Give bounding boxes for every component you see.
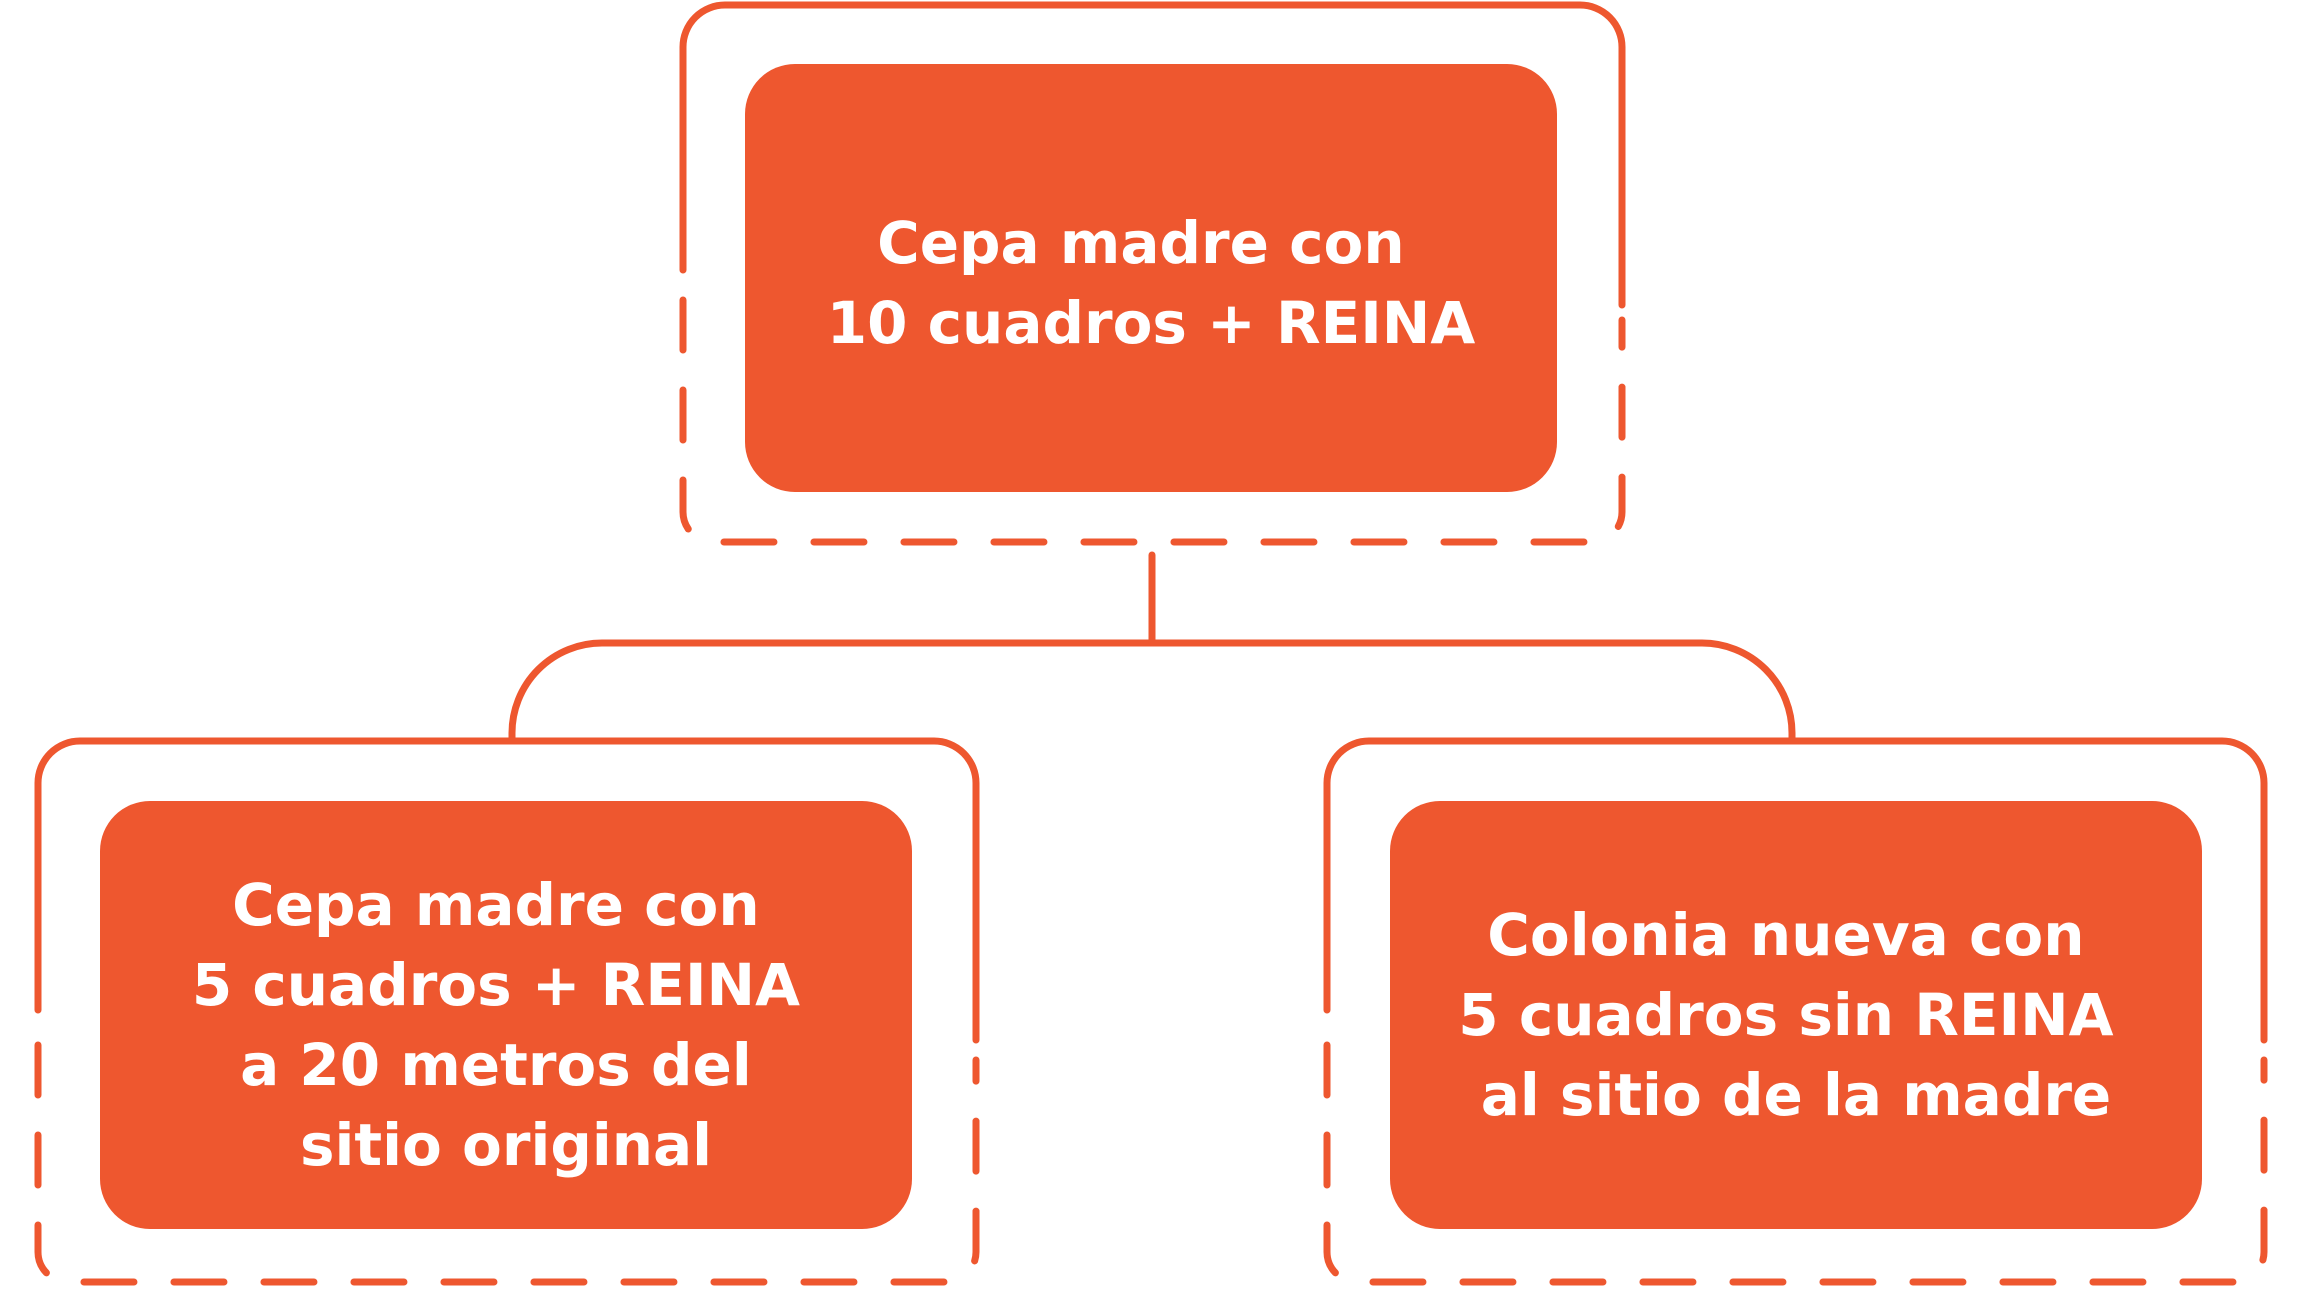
left-node: Cepa madre con 5 cuadros + REINA a 20 me… [34,737,980,1286]
left-label: Cepa madre con 5 cuadros + REINA a 20 me… [192,871,820,1179]
left-frame-solid [34,737,980,1044]
left-label-line-1: Cepa madre con [232,871,760,939]
left-label-line-4: sitio original [300,1111,712,1179]
root-node: Cepa madre con 10 cuadros + REINA [679,1,1626,546]
left-box [100,801,912,1229]
connector-lines [508,551,1796,745]
left-label-line-3: a 20 metros del [240,1031,752,1099]
right-frame-solid [1323,737,2268,1044]
connector-branch-left [508,639,1156,745]
root-label-line-2: 10 cuadros + REINA [827,289,1476,357]
right-label-line-3: al sitio de la madre [1481,1061,2112,1129]
right-frame-dashed [1323,1041,2268,1286]
root-frame-dashed [679,296,1626,546]
right-node: Colonia nueva con 5 cuadros sin REINA al… [1323,737,2268,1286]
root-label-line-1: Cepa madre con [877,209,1405,277]
root-box [745,64,1557,492]
right-label-line-2: 5 cuadros sin REINA [1458,981,2113,1049]
connector-branch-right [1148,639,1796,745]
right-label-line-1: Colonia nueva con [1487,901,2084,969]
right-label: Colonia nueva con 5 cuadros sin REINA al… [1458,901,2133,1129]
right-box [1390,801,2202,1229]
root-label: Cepa madre con 10 cuadros + REINA [827,209,1476,357]
left-label-line-2: 5 cuadros + REINA [192,951,800,1019]
root-frame-solid [679,1,1626,309]
left-frame-dashed [34,1041,980,1286]
